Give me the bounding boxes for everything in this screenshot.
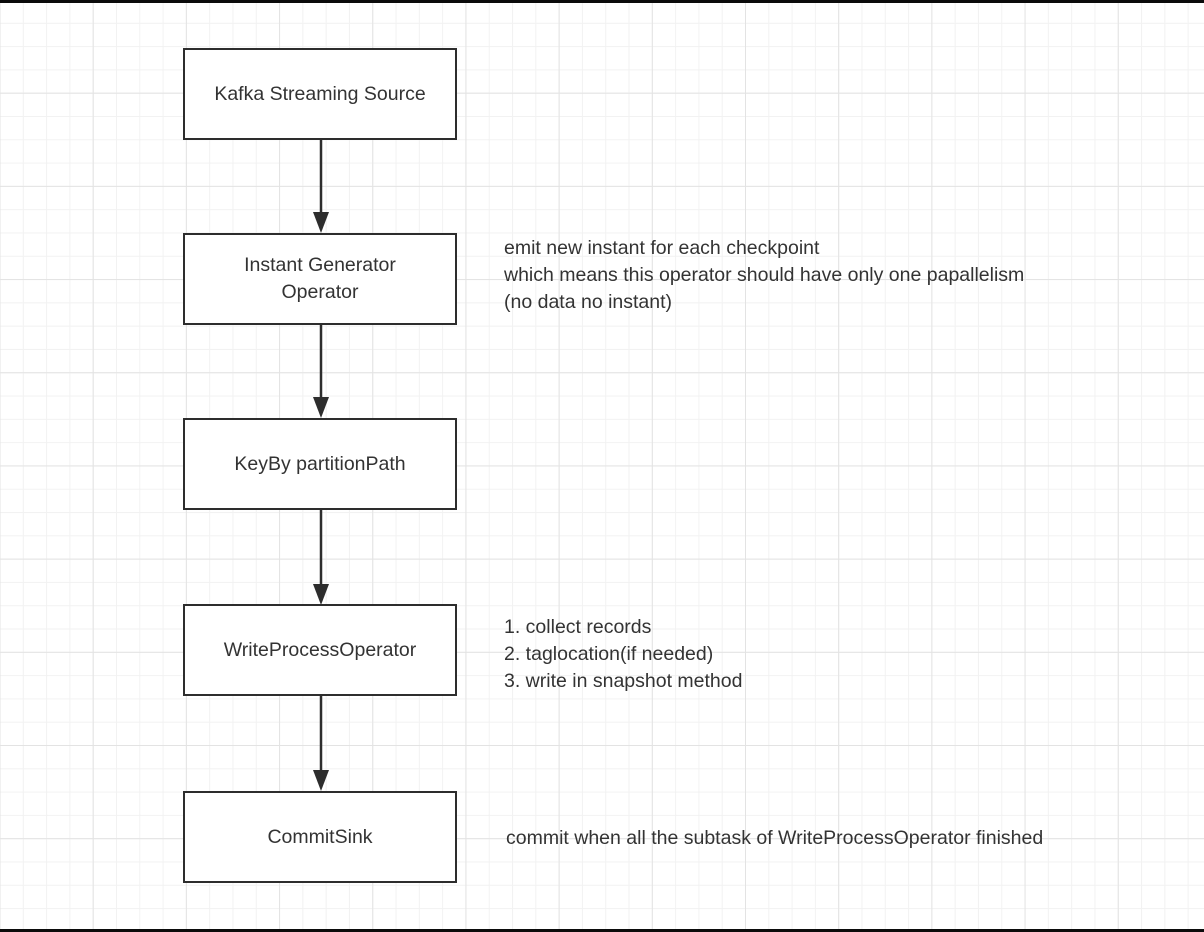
arrow-head <box>313 397 329 418</box>
node-label-instant-generator-operator: Instant Generator Operator <box>244 254 396 303</box>
arrow-instant-to-keyby <box>313 325 329 418</box>
annotation-instant-generator: emit new instant for each checkpoint whi… <box>504 237 1025 313</box>
arrow-source-to-instant <box>313 140 329 233</box>
arrow-keyby-to-write <box>313 510 329 605</box>
bottom-edge-band <box>0 929 1204 932</box>
arrow-head <box>313 212 329 233</box>
arrow-write-to-commit <box>313 696 329 791</box>
node-label-kafka-streaming-source: Kafka Streaming Source <box>214 82 426 105</box>
node-label-commit-sink: CommitSink <box>267 825 373 848</box>
node-commit-sink[interactable]: CommitSink <box>183 791 457 883</box>
annotation-write-process: 1. collect records 2. taglocation(if nee… <box>504 616 743 692</box>
top-edge-band <box>0 0 1204 3</box>
node-label-write-process-operator: WriteProcessOperator <box>223 638 417 661</box>
annotation-commit-sink: commit when all the subtask of WriteProc… <box>506 827 1044 849</box>
arrow-head <box>313 770 329 791</box>
node-keyby-partitionpath[interactable]: KeyBy partitionPath <box>183 418 457 510</box>
node-instant-generator-operator[interactable]: Instant Generator Operator <box>183 233 457 325</box>
node-label-keyby-partitionpath: KeyBy partitionPath <box>234 452 406 475</box>
node-write-process-operator[interactable]: WriteProcessOperator <box>183 604 457 696</box>
arrow-head <box>313 584 329 605</box>
node-kafka-streaming-source[interactable]: Kafka Streaming Source <box>183 48 457 140</box>
